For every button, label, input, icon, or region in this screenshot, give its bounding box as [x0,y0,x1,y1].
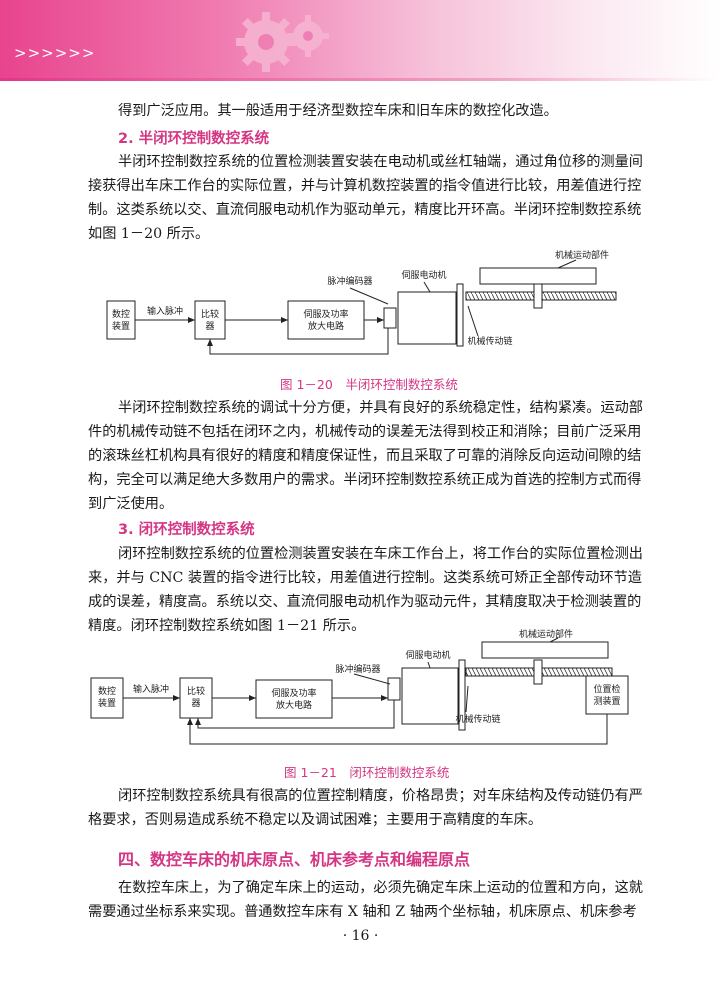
comparator-box [179,677,213,719]
figure-1-21-caption: 图 1－21 闭环控制数控系统 [284,765,450,780]
input-pulse-label: 输入脉冲 [147,305,183,317]
encoder-label: 脉冲编码器 [335,663,380,675]
encoder-box [383,307,397,329]
figure-1-20-caption: 图 1－20 半闭环控制数控系统 [280,377,458,392]
amplifier-label: 放大电路 [308,320,344,332]
paragraph-line: 格要求，否则易造成系统不稳定以及调试困难；主要用于高精度的车床。 [88,812,543,828]
input-pulse-label: 输入脉冲 [133,683,169,695]
amplifier-box [255,679,333,719]
position-detector-box [585,675,629,715]
paragraph-line: 制。这类系统以交、直流伺服电动机作为驱动单元，精度比开环高。半闭环控制数控系统 [88,202,642,218]
paragraph-line: 接获得出车床工作台的实际位置，并与计算机数控装置的指令值进行比较，用差值进行控 [88,178,642,194]
nc-device-label: 装置 [98,697,116,709]
moving-part-box [481,641,609,659]
moving-part-box [479,267,597,285]
paragraph-line: 构，完全可以满足绝大多数用户的需求。半闭环控制数控系统正成为首选的控制方式而得 [88,472,642,488]
motor-box [397,291,457,345]
paragraph-line: 成的误差，精度高。系统以交、直流伺服电动机作为驱动元件，其精度取决于检测装置的 [88,594,642,610]
chevron-decoration: >>>>>> [14,44,96,62]
paragraph-line: 得到广泛应用。其一般适用于经济型数控车床和旧车床的数控化改造。 [118,103,558,119]
motor-box [401,667,459,725]
amplifier-box [287,300,365,340]
page-number: · 16 · [342,928,379,944]
nc-device-label: 数控 [112,308,130,320]
nc-device-box [90,677,124,719]
header-rule [0,78,721,81]
amplifier-label: 伺服及功率 [303,308,348,320]
transmission-chain-label: 机械传动链 [467,335,512,347]
position-detector-label: 位置检 [593,683,620,695]
nc-device-label: 数控 [98,685,116,697]
encoder-box [387,677,401,701]
moving-part-label: 机械运动部件 [555,249,609,261]
comparator-label: 比较 [201,308,219,320]
comparator-label: 比较 [187,685,205,697]
paragraph-line: 如图 1－20 所示。 [88,226,210,242]
figure-1-21-diagram: 数控 装置 输入脉冲 比较 器 伺服及功率 放大电路 脉冲编码器 伺服电动机 机… [90,628,629,745]
paragraph-line: 半闭环控制数控系统的位置检测装置安装在电动机或丝杠轴端，通过角位移的测量间 [118,154,643,170]
paragraph-line: 闭环控制数控系统的位置检测装置安装在车床工作台上，将工作台的实际位置检测出 [118,546,643,562]
encoder-label: 脉冲编码器 [327,275,372,287]
paragraph-line: 需要通过坐标系来实现。普通数控车床有 X 轴和 Z 轴两个坐标轴，机床原点、机床… [88,904,637,920]
moving-part-label: 机械运动部件 [519,628,573,640]
gear-icon [236,12,329,72]
paragraph-line: 闭环控制数控系统具有很高的位置控制精度，价格昂贵；对车床结构及传动链仍有严 [118,788,643,804]
heading-closed-loop: 3. 闭环控制数控系统 [118,522,255,538]
header-banner: >>>>>> [0,0,721,78]
paragraph-line: 在数控车床上，为了确定车床上的运动，必须先确定车床上运动的位置和方向，这就 [118,880,643,896]
paragraph-line: 精度。闭环控制数控系统如图 1－21 所示。 [88,618,366,634]
amplifier-label: 伺服及功率 [271,687,316,699]
comparator-label: 器 [205,321,214,332]
comparator-box [194,300,226,340]
transmission-chain-label: 机械传动链 [455,713,500,725]
paragraph-line: 件的机械传动链不包括在闭环之内，机械传动的误差无法得到校正和消除；目前广泛采用 [88,424,642,440]
heading-semi-closed-loop: 2. 半闭环控制数控系统 [118,131,270,147]
paragraph-line: 的滚珠丝杠机构具有很好的精度和精度保证性，而且采取了可靠的消除反向运动间隙的结 [88,448,642,464]
paragraph-line: 半闭环控制数控系统的调试十分方便，并具有良好的系统稳定性，结构紧凑。运动部 [118,400,643,416]
paragraph-line: 到广泛使用。 [88,496,174,512]
nc-device-label: 装置 [112,320,130,332]
position-detector-label: 测装置 [593,695,620,707]
figure-1-20-diagram: 数控 装置 输入脉冲 比较 器 伺服及功率 放大电路 脉冲编码器 伺服电动机 机… [106,249,617,355]
amplifier-label: 放大电路 [276,699,312,711]
comparator-label: 器 [191,698,200,709]
motor-label: 伺服电动机 [401,269,446,281]
section-heading: 四、数控车床的机床原点、机床参考点和编程原点 [118,850,471,869]
motor-label: 伺服电动机 [405,649,450,661]
nc-device-box [106,300,136,340]
paragraph-line: 来，并与 CNC 装置的指令进行比较，用差值进行控制。这类系统可矫正全部传动环节… [88,570,642,586]
